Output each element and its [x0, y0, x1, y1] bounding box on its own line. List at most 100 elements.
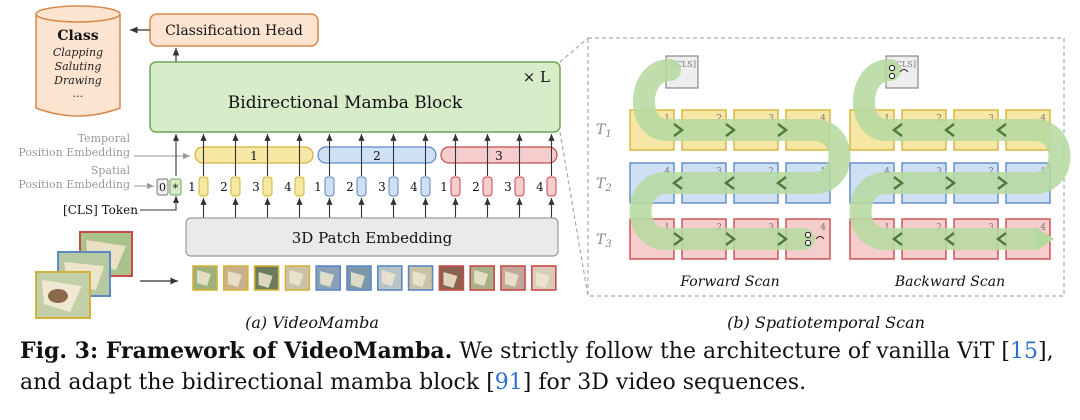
scan-direction-chevron — [777, 232, 788, 246]
patch-thumbnails — [192, 265, 557, 291]
spatial-index: 4 — [284, 180, 292, 194]
framework-figure: Class Clapping Saluting Drawing ... Clas… — [18, 5, 1071, 332]
temporal-embedding-label: Temporal — [78, 132, 131, 145]
temporal-embedding-label: Position Embedding — [18, 146, 130, 159]
scan-direction-chevron — [725, 232, 736, 246]
panel-a-caption: (a) VideoMamba — [245, 313, 379, 332]
caption-text: ] for 3D video sequences. — [522, 370, 807, 395]
time-label-t2: T2 — [596, 176, 612, 194]
figure-label: Fig. 3: Framework of VideoMamba. — [20, 338, 453, 364]
snake-eye — [888, 64, 896, 72]
scan-direction-chevron — [997, 176, 1008, 190]
token — [198, 176, 209, 197]
patch-thumbnail — [346, 265, 372, 291]
time-label-t1: T1 — [596, 122, 612, 140]
token — [450, 176, 461, 197]
citation-link[interactable]: 15 — [1009, 339, 1038, 364]
video-frames — [35, 231, 133, 319]
token-row: 0 * 1 2 3 4 1 2 3 4 — [156, 176, 557, 197]
scan-direction-chevron — [945, 176, 956, 190]
cls-token-label: [CLS] Token — [63, 203, 138, 217]
backward-scan-label: Backward Scan — [894, 274, 1005, 290]
temporal-pill — [194, 146, 314, 164]
temporal-pill-label: 1 — [250, 149, 258, 163]
spatial-index: 1 — [440, 180, 448, 194]
scan-cell-index: 4 — [820, 114, 826, 124]
temporal-pill — [317, 146, 437, 164]
scan-direction-chevron — [892, 123, 903, 137]
spatial-index: 2 — [346, 180, 354, 194]
snake-tongue — [815, 236, 825, 240]
token — [388, 176, 399, 197]
scan-direction-chevron — [725, 123, 736, 137]
patch-thumbnail — [530, 265, 557, 291]
patch-thumbnail — [284, 265, 311, 291]
scan-direction-chevron — [996, 123, 1007, 137]
figure-caption: Fig. 3: Framework of VideoMamba. We stri… — [20, 336, 1065, 398]
panel-videomamba: Class Clapping Saluting Drawing ... Clas… — [18, 5, 561, 332]
scan-end-arrow — [1036, 227, 1054, 251]
token — [546, 176, 557, 197]
token — [420, 176, 431, 197]
patch-thumbnail — [469, 265, 496, 291]
time-label-t3: T3 — [596, 232, 612, 250]
spatial-index: 3 — [378, 180, 386, 194]
snake-eye — [804, 231, 812, 239]
temporal-embeddings: 1 2 3 — [194, 146, 558, 164]
token — [294, 176, 305, 197]
class-item: Drawing — [53, 74, 102, 87]
patch-thumbnail — [376, 265, 403, 291]
token-group-1: 1 2 3 4 — [188, 176, 305, 197]
scan-direction-chevron — [892, 232, 903, 246]
class-output: Class Clapping Saluting Drawing ... — [35, 5, 121, 117]
snake-eye — [888, 72, 896, 80]
spatial-index: 2 — [220, 180, 228, 194]
spatial-index: 1 — [188, 180, 196, 194]
patch-thumbnail — [438, 265, 465, 291]
token — [230, 176, 241, 197]
temporal-pill-label: 2 — [373, 149, 381, 163]
patch-embedding-block — [185, 217, 559, 257]
patch-embedding-label: 3D Patch Embedding — [292, 229, 453, 247]
scan-cell-index: 4 — [1040, 114, 1046, 124]
panel-b-caption: (b) Spatiotemporal Scan — [727, 313, 925, 332]
citation-link[interactable]: 91 — [494, 370, 523, 395]
spatial-embedding-label: Position Embedding — [18, 178, 130, 191]
token — [482, 176, 493, 197]
token — [324, 176, 335, 197]
patch-thumbnail — [500, 265, 526, 291]
cls-position-token — [169, 178, 182, 196]
scan-direction-chevron — [944, 232, 955, 246]
cls-token-mark: * — [173, 182, 179, 195]
caption-text: We strictly follow the architecture of v… — [452, 339, 1010, 364]
scan-path — [849, 59, 1071, 250]
token-group-3: 1 2 3 4 — [440, 176, 557, 197]
scan-cls-label: [CLS] — [673, 60, 696, 69]
spatial-index: 2 — [472, 180, 480, 194]
mamba-block-label: Bidirectional Mamba Block — [228, 93, 463, 113]
spatial-embedding-label: Spatial — [91, 164, 131, 177]
token — [262, 176, 273, 197]
forward-scan-label: Forward Scan — [679, 274, 779, 290]
patch-thumbnail — [407, 265, 434, 291]
class-title: Class — [57, 28, 98, 44]
scan-direction-chevron — [944, 123, 955, 137]
scan-cell-index: 4 — [1040, 223, 1046, 233]
scan-direction-chevron — [776, 176, 787, 190]
token-arrows — [172, 134, 555, 218]
bidirectional-mamba-block — [149, 61, 561, 133]
temporal-pill-label: 3 — [495, 149, 503, 163]
patch-thumbnail — [315, 265, 342, 291]
class-item: Clapping — [53, 46, 103, 59]
scan-direction-chevron — [673, 123, 684, 137]
token — [514, 176, 525, 197]
caption-text: ], and adapt the bidirectional mamba blo… — [20, 339, 1054, 395]
scan-cell-index: 4 — [820, 223, 826, 233]
token-group-2: 1 2 3 4 — [314, 176, 431, 197]
classification-head-label: Classification Head — [165, 23, 303, 39]
spatial-index: 3 — [252, 180, 260, 194]
temporal-pill — [440, 146, 558, 164]
scan-path — [629, 59, 851, 250]
